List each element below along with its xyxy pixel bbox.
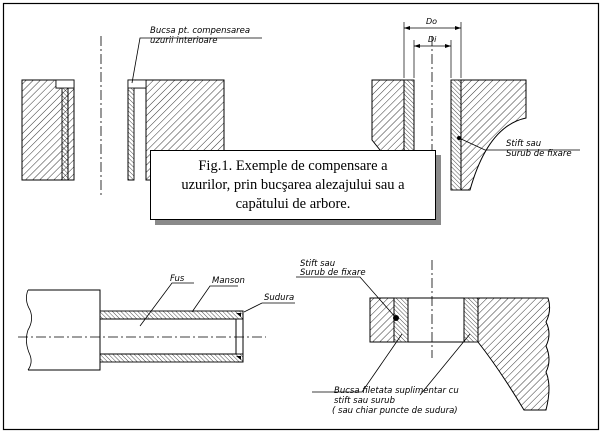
- label-bush-compensation-2: uzurii interioare: [150, 36, 217, 46]
- label-bush-threaded-3: ( sau chiar puncte de sudura): [332, 406, 458, 416]
- dim-inner-label: Di: [428, 35, 437, 44]
- figure-caption: Fig.1. Exemple de compensare a uzurilor,…: [181, 157, 405, 212]
- label-bush-compensation-1: Bucsa pt. compensarea: [150, 26, 250, 36]
- figure-caption-box: Fig.1. Exemple de compensare a uzurilor,…: [150, 150, 436, 220]
- dim-outer-label: Do: [426, 17, 437, 26]
- label-fus: Fus: [170, 274, 185, 284]
- label-bush-threaded-1: Bucsa filetata suplimentar cu: [334, 386, 459, 396]
- label-pin-bottom-1: Stift sau: [300, 259, 335, 269]
- label-pin-2: Surub de fixare: [506, 149, 572, 159]
- bottom-left-drawing: Fus Manson Sudura: [18, 274, 295, 371]
- label-bush-threaded-2: stift sau surub: [334, 396, 395, 406]
- label-pin-bottom-2: Surub de fixare: [300, 268, 366, 278]
- bottom-right-drawing: Stift sau Surub de fixare Bucsa filetata…: [296, 259, 551, 416]
- label-manson: Manson: [212, 276, 245, 286]
- label-sudura: Sudura: [264, 293, 294, 303]
- label-pin-1: Stift sau: [506, 139, 541, 149]
